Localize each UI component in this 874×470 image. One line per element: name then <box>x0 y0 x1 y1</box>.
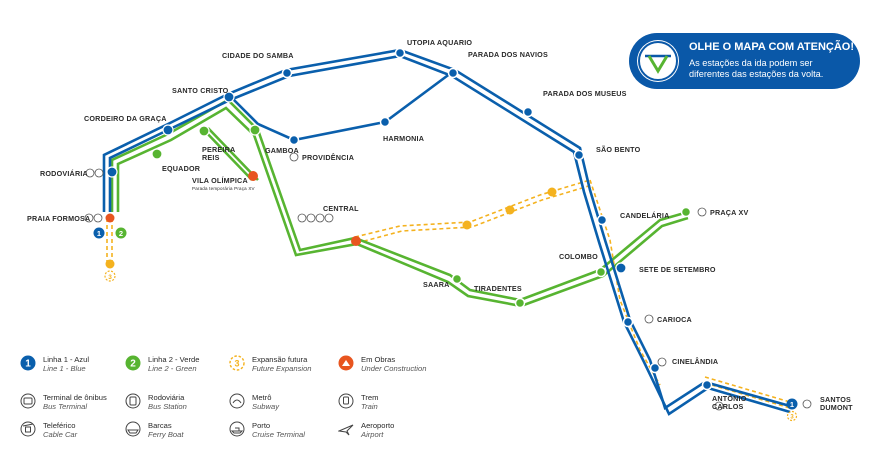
svg-text:1: 1 <box>25 359 31 370</box>
label-praca-xv: PRAÇA XV <box>710 208 748 217</box>
label-utopia: UTOPIA AQUARIO <box>407 38 472 47</box>
bus-terminal-icon <box>20 393 36 409</box>
callout-line-1: As estações da ida podem ser <box>689 58 813 68</box>
shared-stops <box>106 91 627 274</box>
works-markers <box>105 171 361 246</box>
label-santo-cristo: SANTO CRISTO <box>172 86 229 95</box>
svg-text:1: 1 <box>790 400 794 409</box>
label-rodoviaria: RODOVIÁRIA <box>40 169 88 178</box>
label-candelaria: CANDELÁRIA <box>620 211 670 220</box>
label-gamboa: GAMBOA <box>265 146 299 155</box>
svg-text:2: 2 <box>119 229 123 238</box>
airport-icon <box>338 424 354 436</box>
cruise-terminal-icon <box>229 421 245 437</box>
svg-text:3: 3 <box>790 415 794 421</box>
label-vila-olimpica-sub: Parada temporária Praça XV <box>192 186 255 191</box>
label-parada-navios: PARADA DOS NAVIOS <box>468 50 548 59</box>
badge-future-dumont: 3 <box>786 410 798 422</box>
svg-text:3: 3 <box>234 359 239 369</box>
label-vila-olimpica: VILA OLÍMPICA <box>192 176 248 185</box>
label-pereira-1: PEREIRA <box>202 145 235 154</box>
svg-text:3: 3 <box>108 274 112 281</box>
future-expansion-icon: 3 <box>229 355 245 371</box>
label-central: CENTRAL <box>323 204 359 213</box>
line-1-stops <box>281 47 713 391</box>
ferry-icon <box>125 421 141 437</box>
label-cordeiro: CORDEIRO DA GRAÇA <box>84 114 167 123</box>
works-icon <box>338 355 354 371</box>
station-labels: UTOPIA AQUARIO CIDADE DO SAMBA PARADA DO… <box>27 38 853 412</box>
label-santos-2: DUMONT <box>820 403 853 412</box>
badge-line-1: 1 <box>93 227 105 239</box>
svg-text:2: 2 <box>130 359 136 370</box>
label-parada-museus: PARADA DOS MUSEUS <box>543 89 627 98</box>
callout-line-2: diferentes das estações da volta. <box>689 69 824 79</box>
label-cinelandia: CINELÂNDIA <box>672 357 718 366</box>
callout-title: OLHE O MAPA COM ATENÇÃO! <box>689 41 854 53</box>
attention-callout: OLHE O MAPA COM ATENÇÃO! As estações da … <box>629 33 860 89</box>
label-cidade-samba: CIDADE DO SAMBA <box>222 51 294 60</box>
bus-station-icon <box>125 393 141 409</box>
label-tiradentes: TIRADENTES <box>474 284 522 293</box>
label-carioca: CARIOCA <box>657 315 692 324</box>
label-praia-formosa: PRAIA FORMOSA <box>27 214 90 223</box>
label-santos-1: SANTOS <box>820 395 851 404</box>
label-pereira-2: REIS <box>202 153 220 162</box>
label-sao-bento: SÃO BENTO <box>596 145 641 154</box>
subway-icon <box>229 393 245 409</box>
line-1-badge-icon: 1 <box>20 355 36 371</box>
line-2-badge-icon: 2 <box>125 355 141 371</box>
cable-car-icon <box>20 421 36 437</box>
label-harmonia: HARMONIA <box>383 134 424 143</box>
badge-future-praia: 3 <box>104 270 116 282</box>
svg-text:1: 1 <box>97 229 101 238</box>
label-sete-setembro: SETE DE SETEMBRO <box>639 265 716 274</box>
label-colombo: COLOMBO <box>559 252 598 261</box>
label-providencia: PROVIDÊNCIA <box>302 153 354 162</box>
badge-line-2: 2 <box>115 227 127 239</box>
train-icon <box>338 393 354 409</box>
label-antonio-1: ANTÔNIO <box>712 394 747 403</box>
badge-line-1-dumont: 1 <box>786 398 798 410</box>
label-antonio-2: CARLOS <box>712 402 744 411</box>
label-equador: EQUADOR <box>162 164 201 173</box>
line-2-stops <box>451 206 692 309</box>
future-stops <box>105 187 557 269</box>
callout-body: As estações da ida podem ser diferentes … <box>689 58 857 80</box>
vlt-logo-icon <box>637 40 679 82</box>
label-saara: SAARA <box>423 280 450 289</box>
facility-icons <box>84 152 812 411</box>
